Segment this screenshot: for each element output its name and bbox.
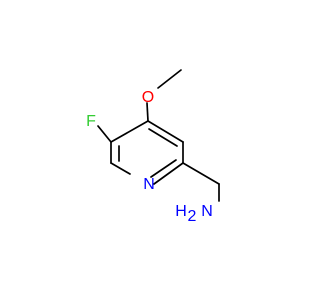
- ring-double-bond-n-c6: [150, 159, 177, 178]
- ring-bond-c4-c5: [147, 120, 184, 143]
- methyl-o-bond: [157, 69, 182, 89]
- ring-bond-c4-c3: [110, 120, 149, 143]
- structure-canvas: F O N H 2 N: [86, 69, 220, 225]
- o-ring-bond: [146, 102, 149, 122]
- amine-n-label: N: [201, 203, 213, 220]
- amine-h-count-label: 2: [188, 208, 197, 225]
- molecule-diagram: F O N H 2 N: [86, 69, 220, 225]
- ring-nitrogen-label: N: [143, 176, 155, 193]
- fluorine-label: F: [86, 113, 96, 130]
- ring-double-bond-c4-c5: [148, 128, 178, 147]
- oxygen-label: O: [142, 89, 154, 106]
- f-bond: [97, 125, 112, 143]
- ch2-bond: [182, 162, 220, 185]
- amine-h-label: H: [175, 203, 187, 220]
- ring-bond-n-c6: [153, 162, 184, 185]
- ring-bond-c2-n: [110, 162, 131, 175]
